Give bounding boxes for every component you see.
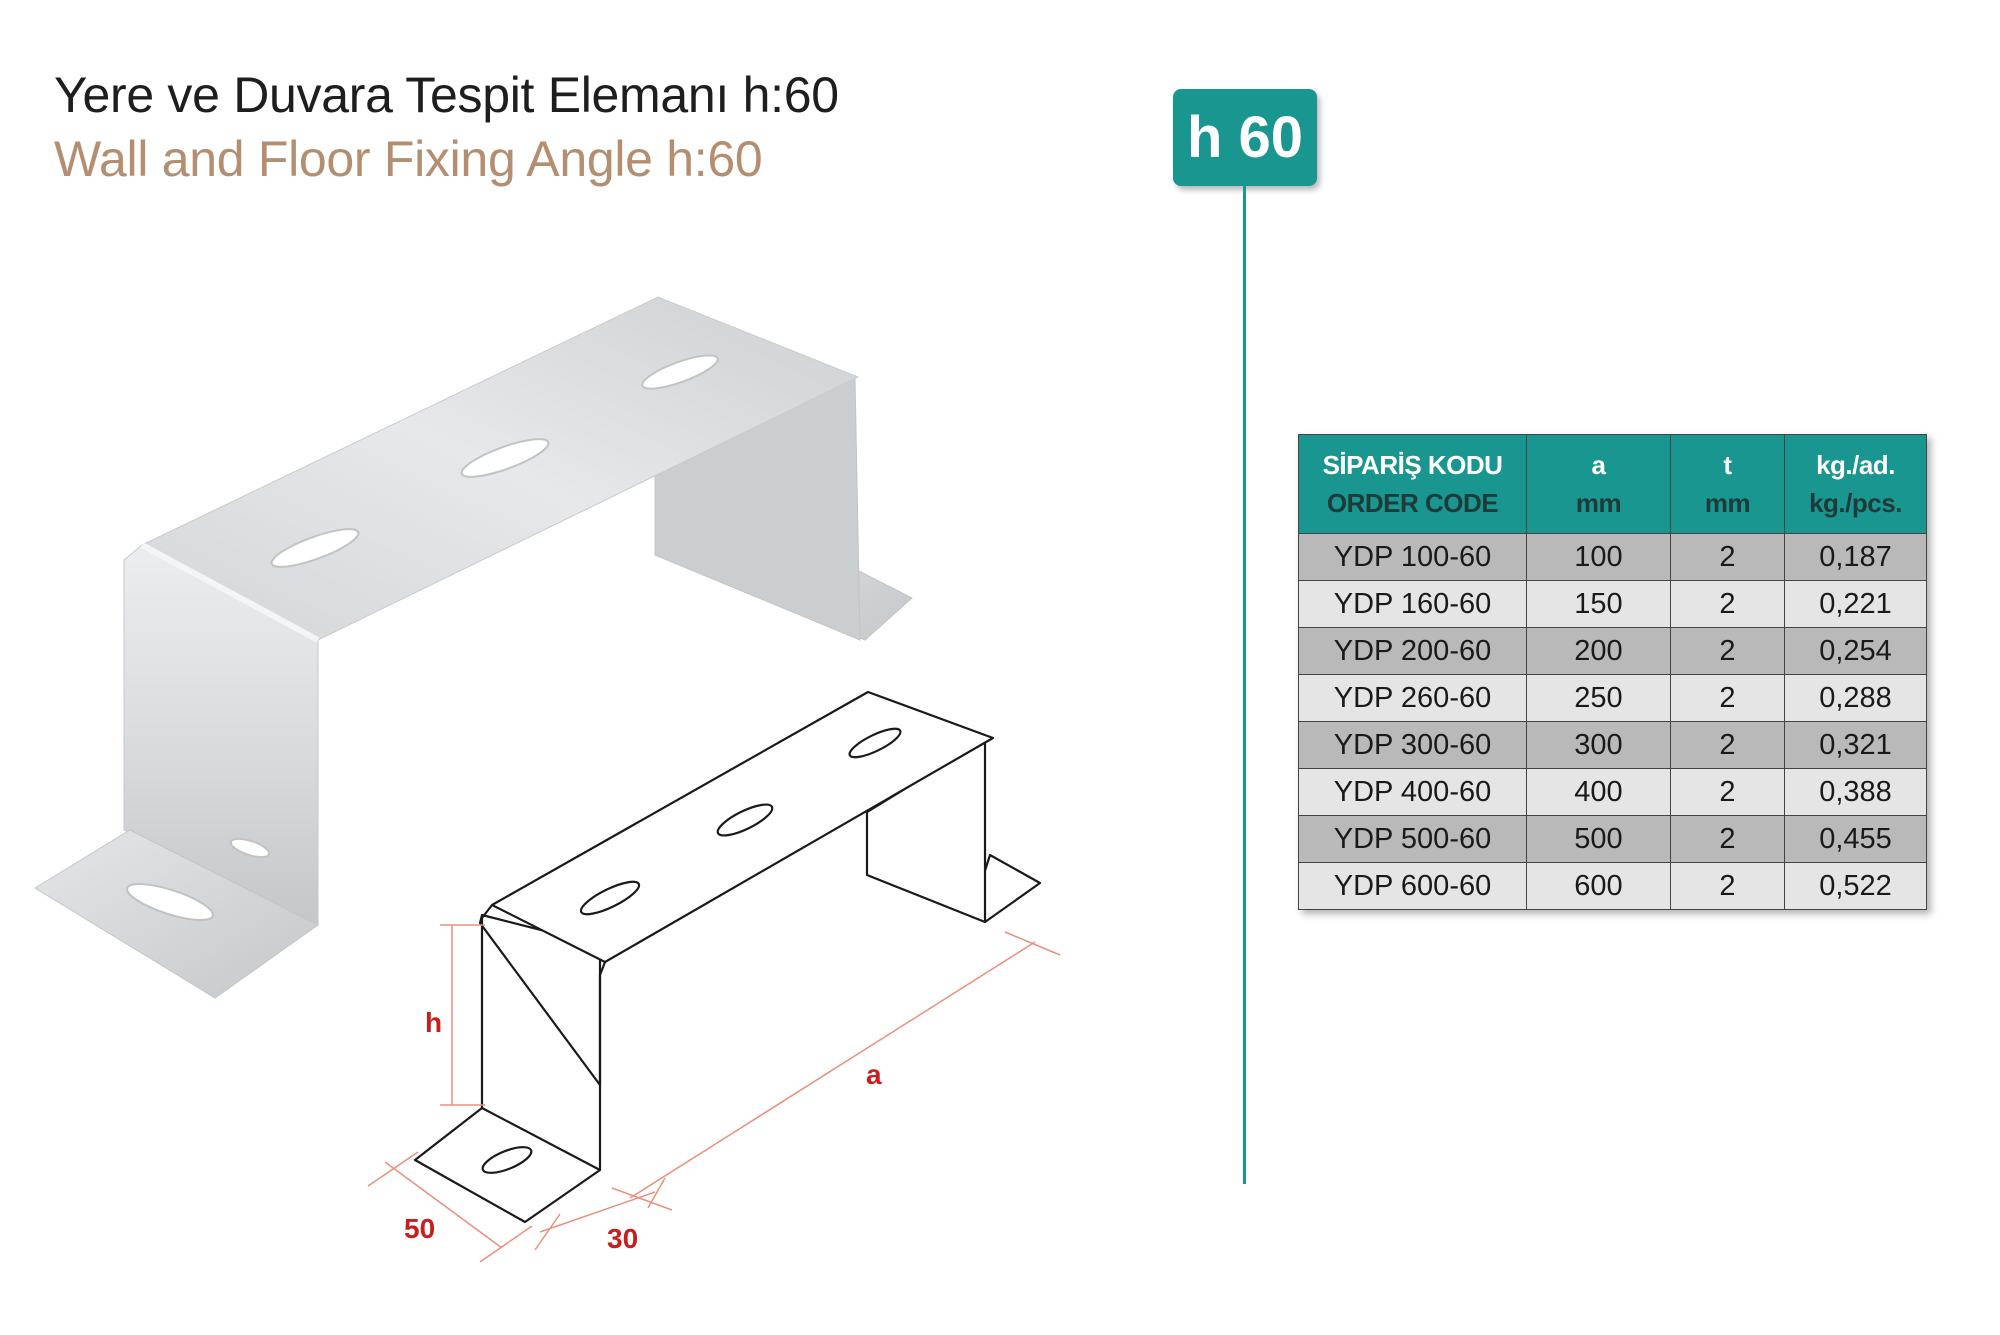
header-weight: kg./ad. kg./pcs. bbox=[1784, 434, 1927, 534]
cell-a: 400 bbox=[1526, 768, 1671, 816]
dim-a-line bbox=[629, 941, 1036, 1199]
table-row: YDP 260-60 250 2 0,288 bbox=[1298, 674, 1927, 722]
drawing-left-front bbox=[598, 961, 607, 1170]
cell-weight: 0,254 bbox=[1784, 627, 1927, 675]
cell-t: 2 bbox=[1670, 674, 1785, 722]
cell-t: 2 bbox=[1670, 533, 1785, 581]
cell-a: 250 bbox=[1526, 674, 1671, 722]
drawing-left-bend bbox=[480, 904, 493, 1108]
badge-divider-line bbox=[1243, 186, 1246, 1184]
cell-weight: 0,522 bbox=[1784, 862, 1927, 910]
cell-a: 100 bbox=[1526, 533, 1671, 581]
header-t-mm: t mm bbox=[1670, 434, 1785, 534]
dim-50-label: 50 bbox=[404, 1213, 435, 1244]
slot-hole bbox=[641, 354, 719, 390]
cell-weight: 0,221 bbox=[1784, 580, 1927, 628]
title-turkish: Yere ve Duvara Tespit Elemanı h:60 bbox=[54, 67, 839, 123]
cell-t: 2 bbox=[1670, 768, 1785, 816]
h60-badge: h 60 bbox=[1173, 89, 1317, 186]
dim-a-tick bbox=[1004, 931, 1061, 956]
table-row: YDP 300-60 300 2 0,321 bbox=[1298, 721, 1927, 769]
order-code-table: SİPARİŞ KODU ORDER CODE a mm t mm kg./ad… bbox=[1298, 434, 1927, 910]
bracket-bend-highlight bbox=[140, 542, 320, 643]
dim-h-label: h bbox=[425, 1007, 442, 1038]
cell-t: 2 bbox=[1670, 580, 1785, 628]
drawing-slot bbox=[481, 1146, 533, 1174]
bracket-render bbox=[34, 296, 913, 999]
title-english: Wall and Floor Fixing Angle h:60 bbox=[54, 131, 763, 187]
dimension-labels: h a 50 30 bbox=[404, 1007, 882, 1254]
cell-t: 2 bbox=[1670, 627, 1785, 675]
slot-hole bbox=[229, 837, 271, 859]
drawing-slot bbox=[848, 727, 902, 759]
cell-weight: 0,187 bbox=[1784, 533, 1927, 581]
dim-a-label: a bbox=[866, 1059, 882, 1090]
slot-hole bbox=[270, 528, 360, 568]
cell-order-code: YDP 260-60 bbox=[1298, 674, 1527, 722]
table-row: YDP 200-60 200 2 0,254 bbox=[1298, 627, 1927, 675]
dim-50-tick bbox=[479, 1225, 533, 1263]
slot-hole bbox=[126, 883, 214, 921]
cell-t: 2 bbox=[1670, 815, 1785, 863]
bracket-line-drawing bbox=[413, 690, 1042, 1224]
cell-order-code: YDP 400-60 bbox=[1298, 768, 1527, 816]
dim-50-line bbox=[384, 1161, 503, 1249]
drawing-slot bbox=[579, 880, 641, 916]
drawing-slots bbox=[481, 727, 902, 1174]
dim-a-tick bbox=[611, 1187, 673, 1211]
dim-30-tick bbox=[534, 1213, 561, 1251]
cell-order-code: YDP 500-60 bbox=[1298, 815, 1527, 863]
table-row: YDP 500-60 500 2 0,455 bbox=[1298, 815, 1927, 863]
dim-50-tick bbox=[367, 1151, 419, 1187]
cell-order-code: YDP 100-60 bbox=[1298, 533, 1527, 581]
cell-t: 2 bbox=[1670, 862, 1785, 910]
cell-weight: 0,455 bbox=[1784, 815, 1927, 863]
table-row: YDP 160-60 150 2 0,221 bbox=[1298, 580, 1927, 628]
table-header-row: SİPARİŞ KODU ORDER CODE a mm t mm kg./ad… bbox=[1298, 434, 1927, 534]
dim-30-tick bbox=[647, 1177, 666, 1209]
cell-order-code: YDP 200-60 bbox=[1298, 627, 1527, 675]
dimension-lines bbox=[367, 924, 1061, 1263]
cell-order-code: YDP 600-60 bbox=[1298, 862, 1527, 910]
drawing-slot bbox=[716, 803, 774, 837]
table-row: YDP 400-60 400 2 0,388 bbox=[1298, 768, 1927, 816]
header-a-mm: a mm bbox=[1526, 434, 1671, 534]
cell-a: 600 bbox=[1526, 862, 1671, 910]
cell-weight: 0,288 bbox=[1784, 674, 1927, 722]
cell-a: 150 bbox=[1526, 580, 1671, 628]
cell-a: 500 bbox=[1526, 815, 1671, 863]
bracket-slots bbox=[126, 354, 719, 921]
header-order-code: SİPARİŞ KODU ORDER CODE bbox=[1298, 434, 1527, 534]
table-row: YDP 100-60 100 2 0,187 bbox=[1298, 533, 1927, 581]
cell-weight: 0,388 bbox=[1784, 768, 1927, 816]
cell-order-code: YDP 300-60 bbox=[1298, 721, 1527, 769]
cell-a: 300 bbox=[1526, 721, 1671, 769]
bracket-left-leg bbox=[123, 544, 319, 926]
dim-30-line bbox=[539, 1191, 656, 1233]
slot-hole bbox=[460, 438, 550, 478]
dim-30-label: 30 bbox=[607, 1223, 638, 1254]
cell-order-code: YDP 160-60 bbox=[1298, 580, 1527, 628]
cell-weight: 0,321 bbox=[1784, 721, 1927, 769]
table-row: YDP 600-60 600 2 0,522 bbox=[1298, 862, 1927, 910]
drawing-right-foot bbox=[980, 853, 1042, 924]
cell-t: 2 bbox=[1670, 721, 1785, 769]
cell-a: 200 bbox=[1526, 627, 1671, 675]
